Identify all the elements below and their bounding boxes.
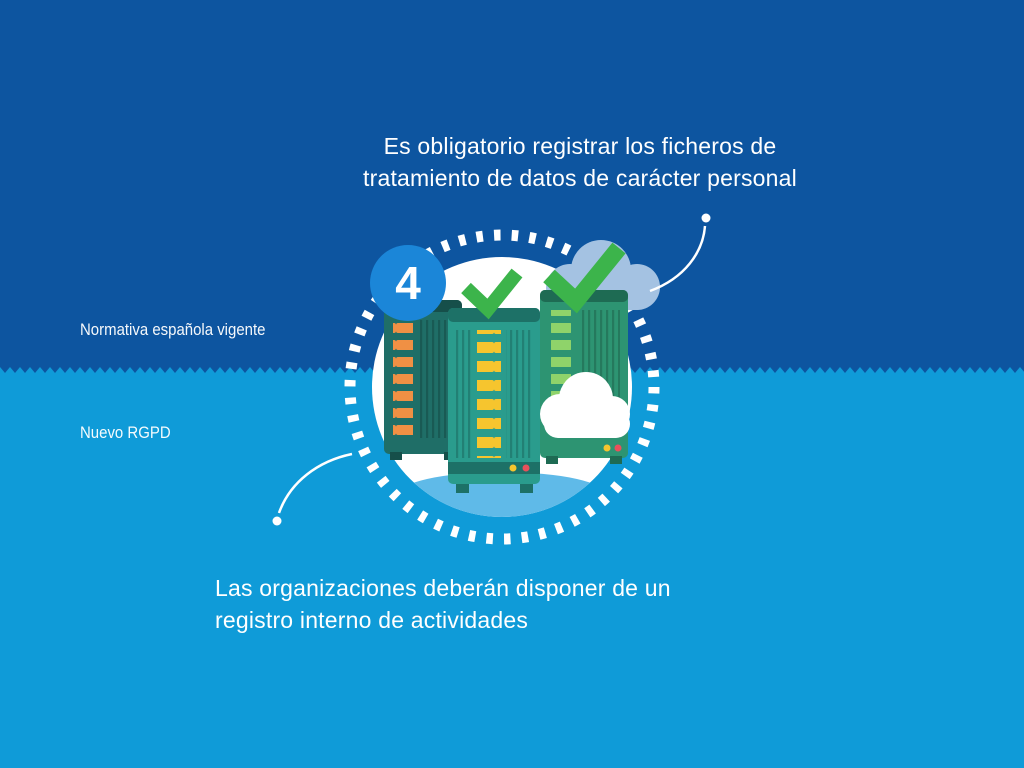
connector-dot-bottom xyxy=(272,516,282,526)
connector-top xyxy=(649,213,711,293)
label-normativa: Normativa española vigente xyxy=(80,320,266,339)
led-yellow-icon xyxy=(603,444,611,452)
connector-bottom xyxy=(272,452,353,526)
connector-dot-top xyxy=(701,213,711,223)
led-yellow-icon xyxy=(509,464,517,472)
callout-top-line1: Es obligatorio registrar los ficheros de xyxy=(383,133,777,159)
connector-line-top xyxy=(649,225,707,293)
server-rack-middle-icon xyxy=(448,308,540,493)
callout-bottom-line2: registro interno de actividades xyxy=(215,607,529,633)
callout-bottom: Las organizaciones deberán disponer de u… xyxy=(215,572,775,636)
led-red-icon xyxy=(614,444,622,452)
step-number-badge: 4 xyxy=(370,245,446,321)
check-icon-large xyxy=(543,242,626,314)
callout-top-line2: tratamiento de datos de carácter persona… xyxy=(363,165,797,191)
dashed-ring xyxy=(344,229,660,545)
step-number: 4 xyxy=(395,257,421,309)
check-icon-small xyxy=(461,268,523,320)
label-rgpd: Nuevo RGPD xyxy=(80,423,171,442)
led-red-icon xyxy=(522,464,530,472)
callout-top: Es obligatorio registrar los ficheros de… xyxy=(280,130,880,194)
cloud-front-icon xyxy=(540,372,630,438)
callout-bottom-line1: Las organizaciones deberán disponer de u… xyxy=(215,575,671,601)
connector-line-bottom xyxy=(277,452,353,514)
